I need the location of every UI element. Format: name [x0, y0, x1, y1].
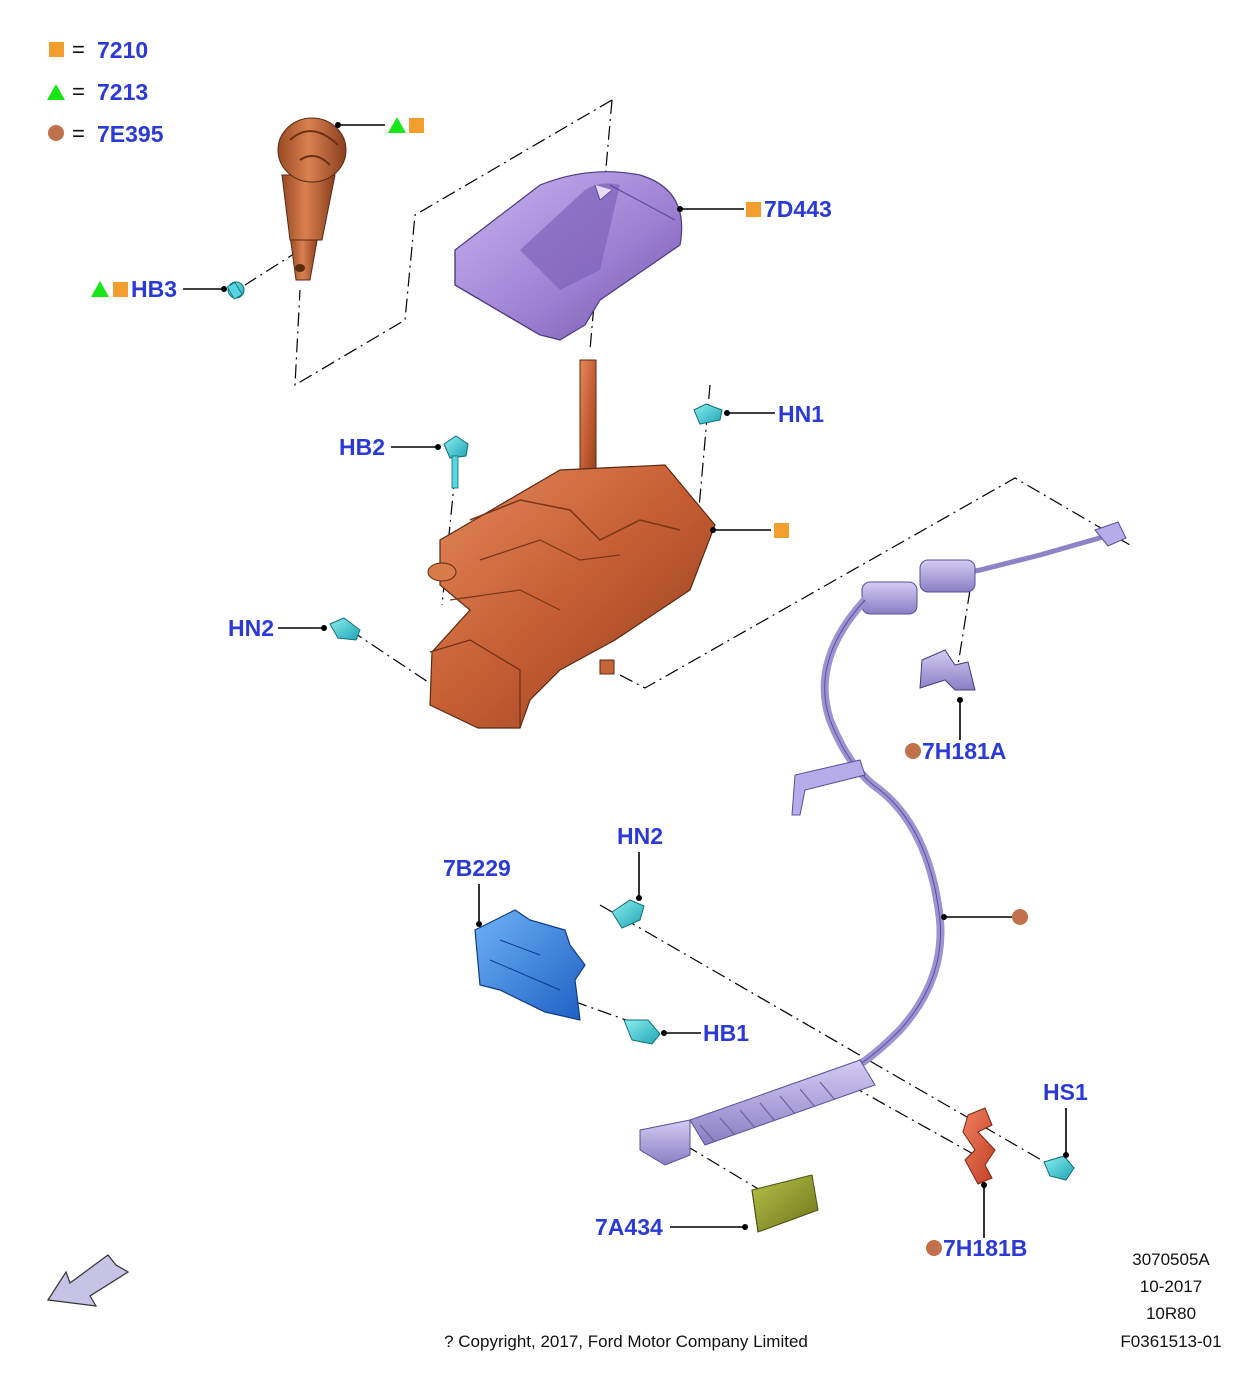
green-triangle-icon — [388, 117, 406, 133]
label-hn1: HN1 — [778, 401, 824, 427]
footer: 3070505A 10-2017 10R80 F0361513-01 ? Cop… — [444, 1250, 1221, 1351]
legend-code: 7210 — [97, 37, 148, 63]
doc-date: 10-2017 — [1140, 1277, 1202, 1296]
callout-hb1[interactable]: HB1 — [661, 1020, 749, 1046]
brown-circle-icon — [48, 125, 64, 141]
figure-number: F0361513-01 — [1120, 1332, 1221, 1351]
callout-hn1[interactable]: HN1 — [724, 401, 824, 427]
label-7d443: 7D443 — [764, 196, 832, 222]
legend-eq: = — [72, 37, 85, 62]
callout-hb3[interactable]: HB3 — [91, 276, 227, 302]
callout-knob — [335, 117, 424, 133]
orange-square-icon — [409, 118, 424, 133]
callout-cable — [941, 909, 1028, 925]
front-arrow-icon — [46, 1254, 130, 1307]
legend-code: 7213 — [97, 79, 148, 105]
label-7h181b: 7H181B — [943, 1235, 1027, 1261]
orange-square-icon — [746, 202, 761, 217]
legend-eq: = — [72, 121, 85, 146]
orange-square-icon — [49, 42, 64, 57]
callout-7h181b[interactable]: 7H181B — [926, 1182, 1027, 1261]
shift-cable[interactable] — [639, 521, 1127, 1166]
model-code: 10R80 — [1146, 1304, 1196, 1323]
callout-hn2-top[interactable]: HN2 — [228, 615, 327, 641]
mounting-bracket-7b229[interactable] — [474, 909, 586, 1021]
orange-square-icon — [774, 523, 789, 538]
assembly-lines — [244, 99, 1131, 1191]
label-7a434: 7A434 — [595, 1214, 663, 1240]
orange-square-icon — [113, 282, 128, 297]
shifter-assembly[interactable] — [427, 359, 716, 729]
fastener-hb1[interactable] — [623, 1019, 661, 1045]
copyright: ? Copyright, 2017, Ford Motor Company Li… — [444, 1332, 808, 1351]
brown-circle-icon — [905, 743, 921, 759]
callout-hn2-bottom[interactable]: HN2 — [617, 823, 663, 901]
green-triangle-icon — [91, 281, 109, 297]
cable-bracket-7h181a[interactable] — [919, 649, 976, 691]
fastener-hb2[interactable] — [443, 435, 469, 489]
brown-circle-icon — [1012, 909, 1028, 925]
shift-boot-bezel[interactable] — [454, 171, 683, 341]
label-hb3: HB3 — [131, 276, 177, 302]
label-7h181a: 7H181A — [922, 738, 1006, 764]
legend-code: 7E395 — [97, 121, 164, 147]
label-hb1: HB1 — [703, 1020, 749, 1046]
fastener-hn2-bottom[interactable] — [611, 899, 645, 929]
legend: = 7210 = 7213 = 7E395 — [47, 37, 164, 147]
brown-circle-icon — [926, 1240, 942, 1256]
green-triangle-icon — [47, 84, 65, 100]
cable-block-7a434[interactable] — [751, 1174, 819, 1233]
legend-item-7e395: = 7E395 — [48, 121, 164, 147]
callout-hb2[interactable]: HB2 — [339, 434, 441, 460]
fastener-hs1[interactable] — [1043, 1155, 1075, 1181]
label-hn2-bottom: HN2 — [617, 823, 663, 849]
callout-7a434[interactable]: 7A434 — [595, 1214, 748, 1240]
legend-item-7213: = 7213 — [47, 79, 148, 105]
fastener-hn2-top[interactable] — [329, 617, 361, 641]
callout-7d443[interactable]: 7D443 — [677, 196, 832, 222]
doc-number: 3070505A — [1132, 1250, 1210, 1269]
callout-7b229[interactable]: 7B229 — [443, 855, 511, 927]
callout-hs1[interactable]: HS1 — [1043, 1079, 1088, 1158]
retaining-clip-7h181b[interactable] — [962, 1107, 996, 1185]
fastener-hn1[interactable] — [693, 403, 723, 425]
callout-shifter — [710, 523, 789, 538]
fastener-hb3[interactable] — [226, 281, 245, 300]
label-hn2-top: HN2 — [228, 615, 274, 641]
label-7b229: 7B229 — [443, 855, 511, 881]
label-hs1: HS1 — [1043, 1079, 1088, 1105]
label-hb2: HB2 — [339, 434, 385, 460]
callout-7h181a[interactable]: 7H181A — [905, 697, 1006, 764]
legend-eq: = — [72, 79, 85, 104]
shift-knob[interactable] — [277, 117, 347, 281]
legend-item-7210: = 7210 — [49, 37, 148, 63]
